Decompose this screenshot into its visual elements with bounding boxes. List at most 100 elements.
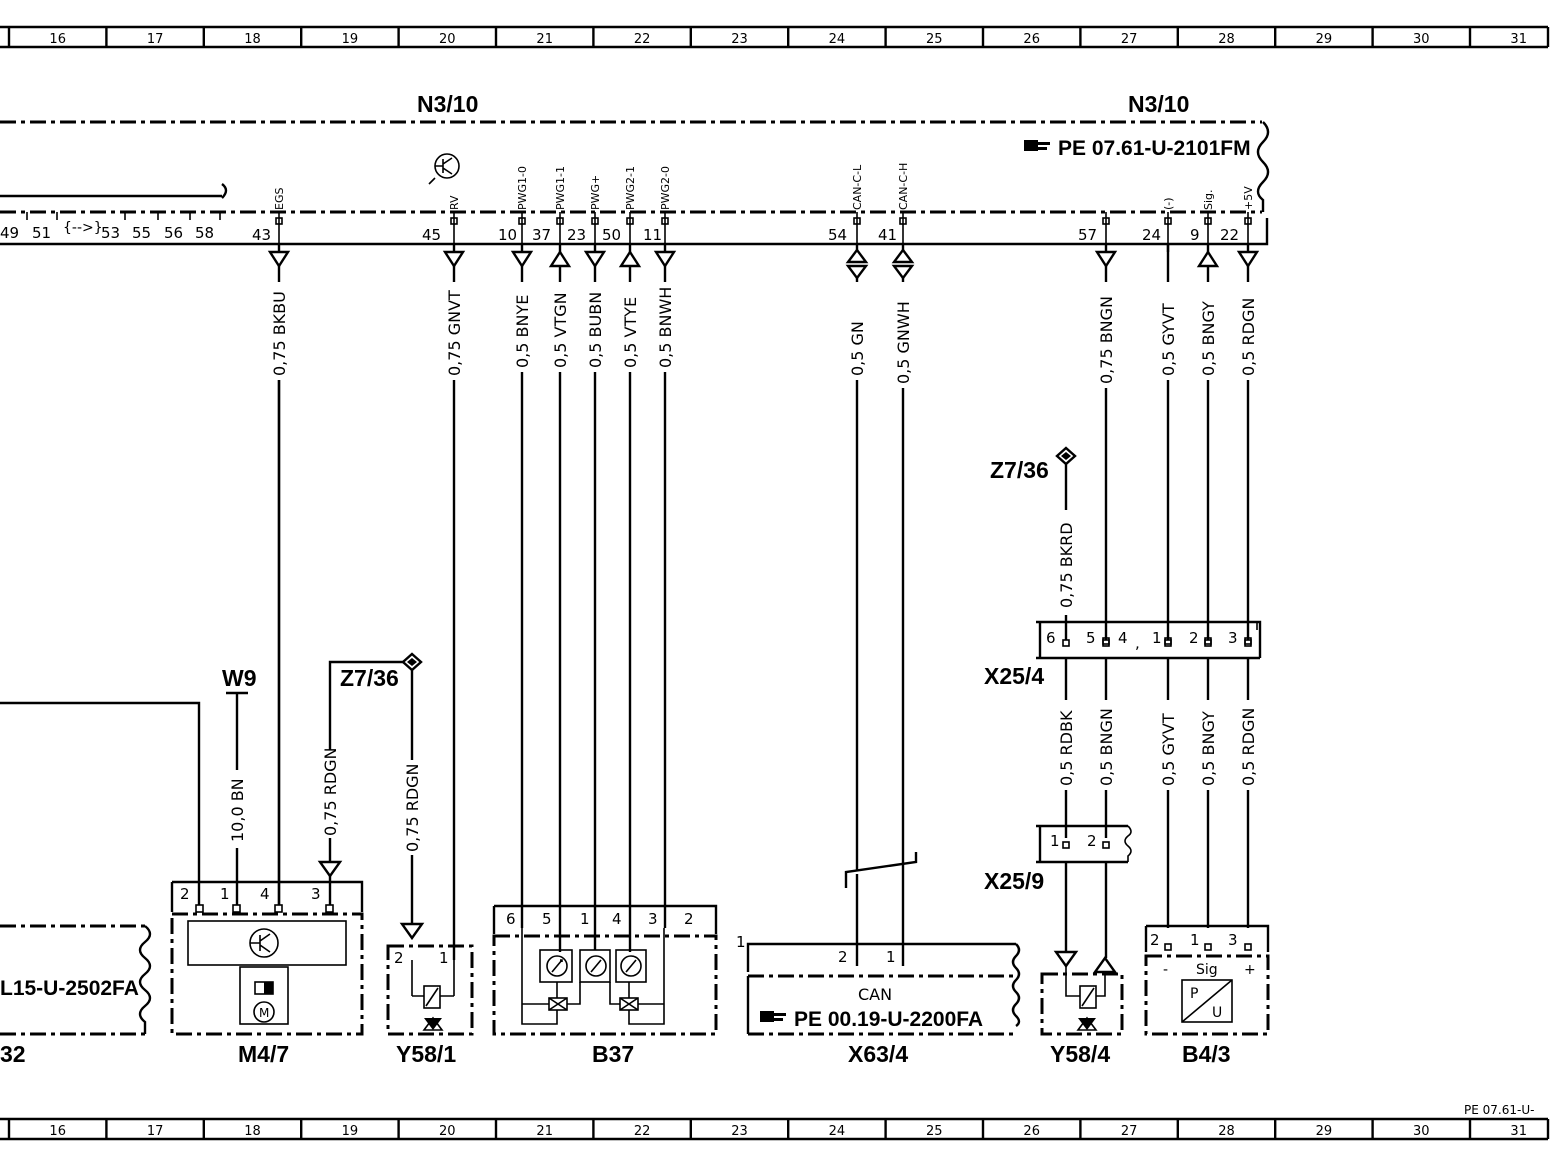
svg-text:3: 3 (648, 910, 658, 928)
component-y58-1: 0,75 RDGN 2 1 Y58/1 (386, 380, 474, 1067)
arrow-up-icon (845, 248, 869, 264)
wire-spec: 0,5 BNGN (1097, 708, 1116, 786)
pin-number: 23 (567, 226, 586, 244)
svg-text:2: 2 (684, 910, 694, 928)
valve-icon (1065, 966, 1106, 1031)
arrow-down-icon (442, 250, 466, 269)
grid-label: 21 (536, 32, 553, 47)
transistor-icon (249, 928, 279, 958)
arrow-down-icon (845, 264, 869, 280)
arrow-down-icon (1236, 250, 1260, 269)
motor-icon: M (253, 981, 275, 1023)
grid-label: 26 (1023, 32, 1040, 47)
pin-number: 22 (1220, 226, 1239, 244)
svg-text:51: 51 (32, 224, 51, 242)
pin-number: 9 (1190, 226, 1200, 244)
pin-number: 10 (498, 226, 517, 244)
svg-text:3: 3 (311, 885, 321, 903)
wire-spec: 0,75 RDGN (321, 747, 340, 836)
wire: 23 PWG+ 0,5 BUBN (567, 175, 607, 950)
svg-text:1: 1 (1152, 629, 1162, 647)
grid-label: 18 (244, 32, 261, 47)
terminal (1244, 943, 1252, 951)
page-code: PE 07.61-U- (1464, 1103, 1534, 1117)
svg-text:-: - (1163, 962, 1168, 978)
pin-number: 50 (602, 226, 621, 244)
grid-label: 28 (1218, 32, 1235, 47)
component-label: B4/3 (1182, 1041, 1231, 1067)
ground-label: Z7/36 (990, 457, 1049, 483)
component-label: X63/4 (848, 1041, 908, 1067)
pin-number: 57 (1078, 226, 1097, 244)
signal-label: PWG2-1 (624, 166, 637, 210)
svg-text:2: 2 (1150, 931, 1160, 949)
bus-bracket: {-->} (63, 220, 103, 236)
wire-spec: 0,5 BNGY (1199, 711, 1218, 786)
pin-number: 11 (643, 226, 662, 244)
grid-label: 31 (1510, 32, 1527, 47)
svg-text:5: 5 (542, 910, 552, 928)
wire-spec: 10,0 BN (228, 778, 247, 842)
svg-text:58: 58 (195, 224, 214, 242)
connector-label: X25/9 (984, 868, 1044, 894)
grid-label: 23 (731, 32, 748, 47)
terminal (1164, 639, 1172, 647)
component-label: Y58/4 (1050, 1041, 1110, 1067)
svg-text:5: 5 (1086, 629, 1096, 647)
wire-spec: 0,5 GYVT (1159, 303, 1178, 376)
svg-text:2: 2 (394, 949, 404, 967)
wire-spec: 0,75 BNGN (1097, 296, 1116, 384)
arrow-down-icon (1094, 250, 1118, 269)
wire: 22+5V0,5 RDGN (1220, 186, 1260, 645)
arrow-up-icon (618, 249, 642, 268)
pin-number: 37 (532, 226, 551, 244)
svg-text:3: 3 (1228, 931, 1238, 949)
terminal (1204, 943, 1212, 951)
grid-label: 19 (342, 1124, 359, 1139)
svg-text:1: 1 (886, 948, 896, 966)
terminal (1062, 639, 1070, 647)
pressure-sensor-icon: P U (1181, 979, 1233, 1023)
control-unit-label-left: N3/10 (417, 91, 478, 117)
svg-text:2: 2 (1087, 832, 1097, 850)
svg-text:1: 1 (439, 949, 449, 967)
signal-label: Sig. (1202, 189, 1215, 210)
grid-label: 16 (49, 1124, 66, 1139)
svg-text:56: 56 (164, 224, 183, 242)
svg-text:M: M (259, 1006, 269, 1020)
grid-label: 16 (49, 32, 66, 47)
pin-number: 43 (252, 226, 271, 244)
grid-label: 23 (731, 1124, 748, 1139)
wire-spec: 0,5 BUBN (586, 292, 605, 368)
svg-text:1: 1 (1190, 931, 1200, 949)
arrow-up-icon (548, 249, 572, 268)
svg-text:2: 2 (1189, 629, 1199, 647)
control-unit-label-right: N3/10 (1128, 91, 1189, 117)
grid-label: 30 (1413, 1124, 1430, 1139)
svg-text:3: 3 (1228, 629, 1238, 647)
grid-label: 20 (439, 32, 456, 47)
signal-label: EGS (273, 188, 286, 210)
signal-label: CAN-C-L (851, 164, 864, 210)
signal-label: PWG2-0 (659, 166, 672, 210)
grid-label: 22 (634, 32, 651, 47)
svg-text:4: 4 (612, 910, 622, 928)
svg-text:P: P (1190, 986, 1198, 1002)
svg-text:4: 4 (260, 885, 270, 903)
svg-text:4: 4 (1118, 629, 1128, 647)
wire-spec: 0,5 VTGN (551, 292, 570, 368)
grid-label: 17 (147, 32, 164, 47)
arrow-up-icon (891, 248, 915, 264)
arrow-down-icon (583, 250, 607, 269)
signal-label: PWG+ (589, 175, 602, 210)
svg-text:2: 2 (180, 885, 190, 903)
svg-text:,: , (1135, 634, 1140, 652)
signal-label: RV (448, 195, 461, 210)
